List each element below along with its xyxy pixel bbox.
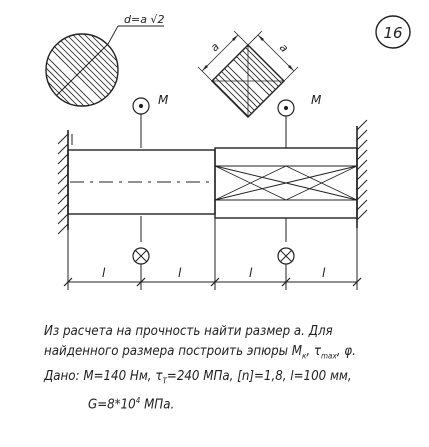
length-label-1: l (102, 266, 106, 280)
moment-left: M (132, 93, 169, 265)
moment-right-label: M (311, 93, 322, 107)
problem-text-line-3: Дано: M=140 Нм, τT=240 МПа, [n]=1,8, l=1… (44, 368, 352, 386)
square-side-label-left: a (208, 40, 222, 54)
problem-number: 16 (383, 24, 402, 42)
problem-number-badge: 16 (375, 15, 411, 49)
problem-text-line-1: Из расчета на прочность найти размер a. … (44, 324, 333, 339)
length-label-2: l (178, 266, 182, 280)
problem-text-line-4: G=8*104 МПа. (88, 396, 175, 413)
length-dimensions (63, 218, 362, 290)
left-wall-support (57, 130, 69, 235)
moment-left-label: M (158, 93, 169, 107)
section-diameter-label: d=a √2 (124, 13, 164, 26)
length-label-4: l (322, 266, 326, 280)
problem-statement: Из расчета на прочность найти размер a. … (44, 322, 424, 416)
moment-right: M (277, 93, 322, 265)
shaft-diagram: 16 d=a √2 (45, 13, 411, 290)
right-wall-support (356, 119, 368, 228)
circular-section: d=a √2 (45, 13, 164, 107)
length-label-3: l (249, 266, 253, 280)
problem-text-line-2: найденного размера построить эпюры Mк, τ… (44, 344, 356, 361)
square-shaft-segment (214, 147, 358, 219)
square-side-label-right: a (277, 41, 291, 55)
square-section: a a (197, 30, 299, 118)
